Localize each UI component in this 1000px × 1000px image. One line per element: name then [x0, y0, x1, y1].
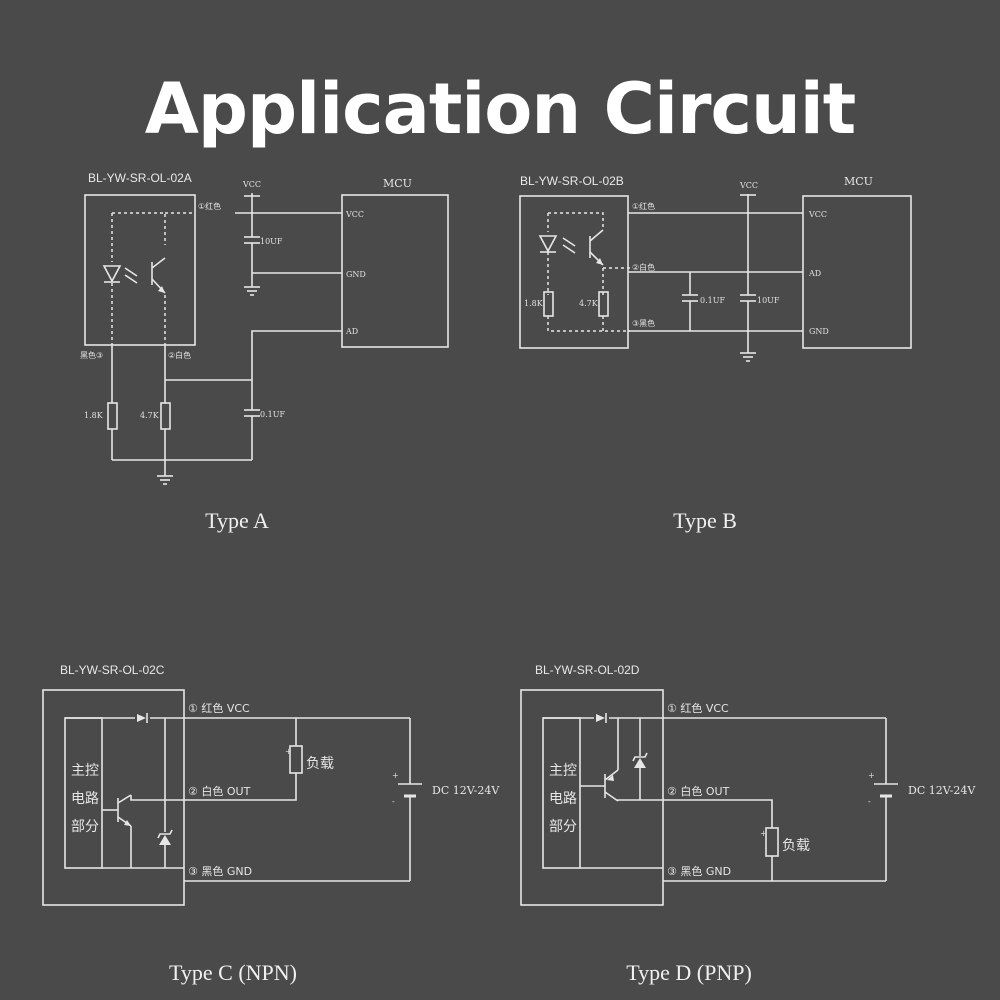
type-b-circuit: BL-YW-SR-OL-02B 1.8K 4.7K ①红色 ②白色 ③黑色 VC…: [519, 174, 912, 533]
type-b-r2-label: 4.7K: [579, 299, 599, 308]
svg-text:+: +: [285, 747, 292, 756]
type-a-black-wire-label: 黑色③: [80, 350, 103, 360]
type-a-sensor-box: [84, 194, 196, 346]
type-b-red-wire-label: ①红色: [632, 201, 655, 211]
type-c-red-wire-label: ① 红色 VCC: [188, 701, 250, 715]
type-b-model-label: BL-YW-SR-OL-02B: [520, 174, 624, 188]
type-c-supply-label: DC 12V-24V: [432, 784, 500, 797]
type-c-circuit: BL-YW-SR-OL-02C 主控 电路 部分 ① 红色 VCC: [42, 663, 500, 985]
page-title: Application Circuit: [144, 68, 857, 150]
type-d-load-resistor: [765, 827, 779, 857]
type-a-mcu-ad-pin: AD: [345, 327, 358, 336]
type-a-vcc-label: VCC: [242, 180, 261, 189]
type-b-mcu-vcc-pin: VCC: [808, 210, 827, 219]
type-d-white-wire-label: ② 白色 OUT: [667, 784, 730, 798]
svg-text:-: -: [392, 797, 395, 806]
type-d-block-line-2: 电路: [549, 791, 577, 807]
type-d-circuit: BL-YW-SR-OL-02D 主控 电路 部分 ① 红色 VCC ② 白色 O…: [520, 663, 976, 985]
type-d-block-line-3: 部分: [549, 819, 577, 835]
type-d-sensor-box: [520, 689, 664, 906]
svg-text:-: -: [868, 797, 871, 806]
type-d-caption: Type D (PNP): [626, 960, 752, 985]
type-b-mcu-gnd-pin: GND: [809, 327, 829, 336]
type-b-mcu-label: MCU: [844, 175, 873, 188]
type-a-caption: Type A: [205, 508, 269, 533]
type-b-capacitor-0.1uf: [682, 294, 698, 302]
type-c-caption: Type C (NPN): [169, 960, 297, 985]
type-a-mcu-box: [341, 194, 449, 348]
type-c-model-label: BL-YW-SR-OL-02C: [60, 663, 165, 677]
type-d-battery-icon: [874, 783, 898, 798]
type-b-vcc-label: VCC: [739, 181, 758, 190]
type-a-internal-wiring: [112, 212, 166, 245]
type-b-phototransistor-icon: [589, 229, 604, 266]
type-d-load-label: 负载: [782, 838, 810, 854]
type-c-zener-icon: [157, 829, 173, 845]
svg-text:+: +: [868, 771, 875, 780]
type-a-capacitor-0.1uf: [244, 409, 260, 417]
type-a-r1-label: 1.8K: [84, 411, 104, 420]
type-c-block-line-3: 部分: [71, 819, 99, 835]
type-b-sensor-box: [519, 195, 629, 349]
type-d-model-label: BL-YW-SR-OL-02D: [535, 663, 640, 677]
type-b-black-wire-label: ③黑色: [632, 318, 655, 328]
type-a-resistor-4k7: [160, 402, 171, 430]
type-c-npn-transistor-icon: [117, 794, 132, 827]
type-d-block-line-1: 主控: [549, 763, 577, 779]
type-c-block-line-2: 电路: [71, 791, 99, 807]
type-c-white-wire-label: ② 白色 OUT: [188, 784, 251, 798]
type-b-led-icon: [538, 235, 576, 254]
type-b-cap-10uf-label: 10UF: [757, 296, 780, 305]
type-b-internal-wiring: [547, 212, 630, 332]
type-b-cap-0.1uf-label: 0.1UF: [700, 296, 725, 305]
type-c-load-label: 负载: [306, 756, 334, 772]
type-c-diode-icon: [137, 713, 148, 723]
type-a-led-icon: [102, 265, 138, 284]
type-a-circuit: BL-YW-SR-OL-02A ①红色 ②白色 黑色③ VCC: [80, 171, 449, 533]
type-d-pnp-transistor-icon: [604, 769, 619, 802]
type-d-diode-icon: [596, 713, 607, 723]
type-a-white-wire-label: ②白色: [168, 350, 191, 360]
type-b-r1-label: 1.8K: [524, 299, 544, 308]
type-b-mcu-ad-pin: AD: [808, 269, 821, 278]
type-c-sensor-box: [42, 689, 185, 906]
type-b-resistor-4k7: [598, 291, 609, 317]
type-a-capacitor-10uf: [244, 236, 260, 244]
type-b-resistor-1k8: [543, 291, 554, 317]
svg-text:+: +: [760, 829, 767, 838]
type-a-cap-0.1uf-label: 0.1UF: [260, 410, 285, 419]
type-a-mcu-vcc-pin: VCC: [345, 210, 364, 219]
type-d-zener-icon: [632, 752, 648, 768]
type-c-black-wire-label: ③ 黑色 GND: [188, 864, 252, 878]
type-a-red-wire-label: ①红色: [198, 201, 221, 211]
svg-text:+: +: [392, 771, 399, 780]
type-b-capacitor-10uf: [740, 294, 756, 302]
type-a-ground-icon: [244, 286, 260, 296]
type-b-mcu-box: [802, 195, 912, 349]
type-a-mcu-gnd-pin: GND: [346, 270, 366, 279]
type-b-white-wire-label: ②白色: [632, 262, 655, 272]
type-a-ground-icon-2: [157, 475, 173, 485]
type-d-red-wire-label: ① 红色 VCC: [667, 701, 729, 715]
type-a-resistor-1k8: [107, 402, 118, 430]
type-c-load-resistor: [289, 745, 303, 774]
type-c-block-line-1: 主控: [71, 763, 99, 779]
type-d-supply-label: DC 12V-24V: [908, 784, 976, 797]
type-d-black-wire-label: ③ 黑色 GND: [667, 864, 731, 878]
type-b-caption: Type B: [673, 508, 737, 533]
type-c-battery-icon: [398, 783, 422, 798]
type-a-model-label: BL-YW-SR-OL-02A: [88, 171, 192, 185]
type-a-r2-label: 4.7K: [140, 411, 160, 420]
type-a-cap-10uf-label: 10UF: [260, 237, 283, 246]
type-a-mcu-label: MCU: [383, 177, 412, 190]
type-b-ground-icon: [740, 352, 756, 362]
type-a-phototransistor-icon: [151, 257, 166, 294]
